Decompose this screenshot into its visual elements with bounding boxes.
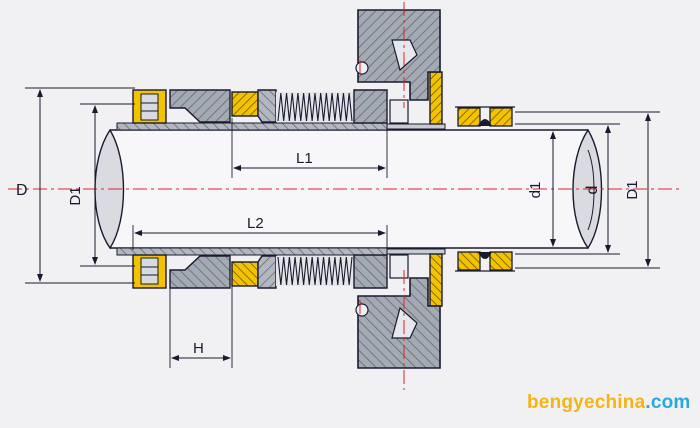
label-d: d <box>584 186 601 195</box>
watermark-domain-text: .com <box>645 392 691 413</box>
dimension-labels: D D1 L1 L2 H d1 d D1 <box>16 150 641 357</box>
watermark-logo: bengyechina.com <box>527 392 691 414</box>
label-d1: d1 <box>527 182 544 199</box>
watermark-main-text: bengyechina <box>527 392 646 413</box>
upper-seal-assembly <box>132 9 515 127</box>
dimension-lines <box>37 89 651 361</box>
label-H: H <box>193 340 204 357</box>
label-D: D <box>16 182 28 199</box>
label-L2: L2 <box>247 215 264 232</box>
label-D1-left: D1 <box>67 186 84 205</box>
centerlines <box>8 2 680 390</box>
lower-seal-assembly <box>132 251 515 369</box>
sleeve <box>116 122 446 256</box>
extension-lines <box>25 87 660 368</box>
label-D1-right: D1 <box>624 180 641 199</box>
label-L1: L1 <box>296 150 313 167</box>
